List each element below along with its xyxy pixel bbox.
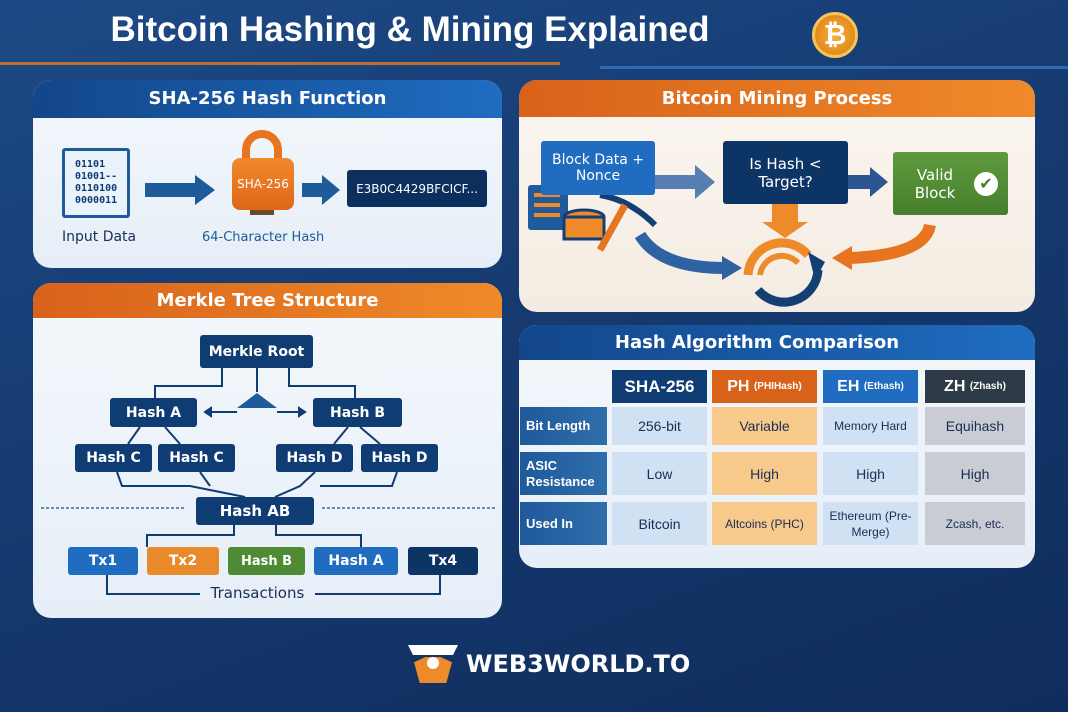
table-cell: Ethereum (Pre-Merge) (823, 502, 918, 545)
hash-a-leaf-node: Hash A (314, 547, 398, 575)
web3world-logo-icon (408, 645, 458, 683)
hash-d-node: Hash D (276, 444, 353, 472)
table-cell: Altcoins (PHC) (712, 502, 817, 545)
row-header: Used In (520, 502, 607, 545)
document-icon: 01101 01001-- 0110100 0000011 (62, 148, 130, 218)
column-header-zh: ZH (Zhash) (925, 370, 1025, 403)
arrow-icon (832, 246, 852, 270)
arrow-icon (655, 165, 715, 199)
hash-b-node: Hash B (313, 398, 402, 427)
hash-c-node: Hash C (158, 444, 235, 472)
row-header: ASIC Resistance (520, 452, 607, 495)
column-header-ph: PH (PHIHash) (712, 370, 817, 403)
page-title: Bitcoin Hashing & Mining Explained (110, 10, 710, 49)
table-cell: Equihash (925, 407, 1025, 445)
column-full: (PHIHash) (753, 380, 802, 392)
hash-length-label: 64-Character Hash (202, 230, 325, 245)
brand-name: WEB3WORLD.TO (466, 650, 691, 678)
row-header: Bit Length (520, 407, 607, 445)
binary-line: 0000011 (75, 195, 118, 206)
block-data-box: Block Data + Nonce (541, 141, 655, 195)
binary-line: 01101 (75, 159, 106, 170)
hash-output: E3B0C4429BFCICF... (347, 170, 487, 207)
table-cell: Memory Hard (823, 407, 918, 445)
column-abbr: EH (837, 377, 860, 395)
hash-b-leaf-node: Hash B (228, 547, 305, 575)
lock-icon: SHA-256 (232, 158, 294, 210)
column-abbr: ZH (944, 377, 966, 395)
hash-c-node: Hash C (75, 444, 152, 472)
table-cell: High (823, 452, 918, 495)
table-cell: Bitcoin (612, 502, 707, 545)
database-pickaxe-icon (528, 185, 658, 252)
tx1-node: Tx1 (68, 547, 138, 575)
cycle-arrows-icon (743, 238, 825, 307)
column-header-sha256: SHA-256 (612, 370, 707, 403)
decor-stripe (0, 62, 560, 65)
check-icon: ✔ (974, 171, 998, 196)
table-cell: 256-bit (612, 407, 707, 445)
valid-block-box: Valid Block ✔ (893, 152, 1008, 215)
tx4-node: Tx4 (408, 547, 478, 575)
hash-a-node: Hash A (110, 398, 197, 427)
table-cell: Zcash, etc. (925, 502, 1025, 545)
column-full: (Ethash) (863, 380, 904, 392)
panel-title: Merkle Tree Structure (33, 283, 502, 318)
arrow-icon (302, 175, 340, 205)
column-abbr: PH (727, 377, 750, 395)
column-header-eh: EH (Ethash) (823, 370, 918, 403)
binary-line: 0110100 (75, 183, 118, 194)
table-cell: Variable (712, 407, 817, 445)
panel-title: Hash Algorithm Comparison (519, 325, 1035, 360)
tx2-node: Tx2 (147, 547, 219, 575)
column-abbr: SHA-256 (624, 376, 695, 396)
decor-stripe (600, 66, 1068, 69)
arrow-icon (145, 175, 215, 205)
lock-shackle-icon (242, 130, 282, 160)
transactions-label: Transactions (210, 584, 305, 602)
binary-line: 01001-- (75, 171, 118, 182)
hash-d-node: Hash D (361, 444, 438, 472)
bitcoin-coin-icon: ₿ (812, 12, 858, 58)
table-cell: Low (612, 452, 707, 495)
arrow-down-icon (762, 204, 808, 238)
merkle-root-node: Merkle Root (200, 335, 313, 368)
hash-ab-node: Hash AB (196, 497, 314, 525)
panel-title: SHA-256 Hash Function (33, 80, 502, 118)
panel-title: Bitcoin Mining Process (519, 80, 1035, 117)
column-full: (Zhash) (969, 380, 1006, 392)
table-cell: High (925, 452, 1025, 495)
arrow-icon (848, 167, 888, 197)
arrow-icon (722, 256, 742, 280)
hash-target-check-box: Is Hash < Target? (723, 141, 848, 204)
input-data-label: Input Data (62, 229, 137, 245)
table-cell: High (712, 452, 817, 495)
valid-block-label: Valid Block (914, 165, 956, 202)
